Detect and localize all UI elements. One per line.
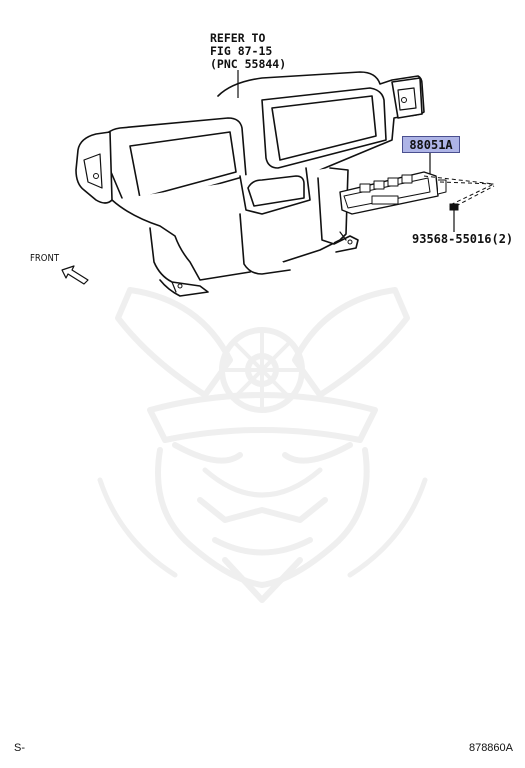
- switch-assembly: [339, 171, 447, 215]
- front-arrow-icon: [61, 265, 89, 285]
- watermark-emblem: [97, 287, 428, 603]
- refer-line-1: REFER TO: [210, 31, 266, 45]
- refer-line-3: (PNC 55844): [210, 57, 287, 71]
- projection-dashes: [423, 175, 495, 207]
- refer-line-2: FIG 87-15: [210, 44, 273, 58]
- cluster-housing: [75, 71, 425, 297]
- bolt-part-number-label[interactable]: 93568-55016(2): [412, 232, 514, 246]
- bolt-icon: [449, 203, 459, 232]
- part-number-88051a-label[interactable]: 88051A: [402, 136, 460, 153]
- front-direction-label: FRONT: [30, 253, 60, 264]
- footer-illustration-number: 878860A: [468, 742, 513, 754]
- footer-left-code: S-: [14, 742, 25, 754]
- refer-to-callout: REFER TO FIG 87-15 (PNC 55844): [210, 32, 286, 71]
